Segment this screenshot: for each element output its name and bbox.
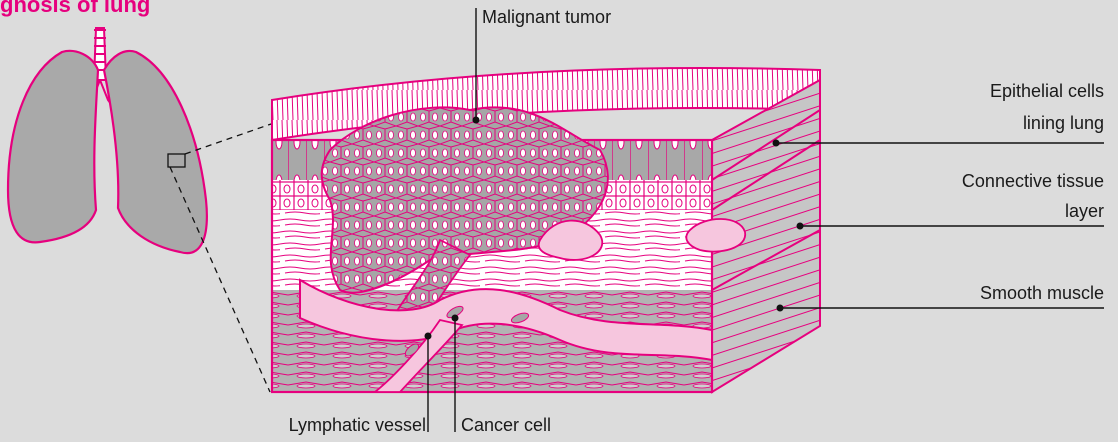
label-lymphatic-vessel: Lymphatic vessel [289,414,426,436]
tissue-block [272,68,820,392]
label-epithelial-cells-line2: lining lung [1023,112,1104,134]
label-connective-tissue-line2: layer [1065,200,1104,222]
label-malignant-tumor: Malignant tumor [482,6,611,28]
label-connective-tissue-line1: Connective tissue [962,170,1104,192]
label-cancer-cell: Cancer cell [461,414,551,436]
label-epithelial-cells-line1: Epithelial cells [990,80,1104,102]
label-smooth-muscle: Smooth muscle [980,282,1104,304]
lungs-illustration [8,28,207,253]
